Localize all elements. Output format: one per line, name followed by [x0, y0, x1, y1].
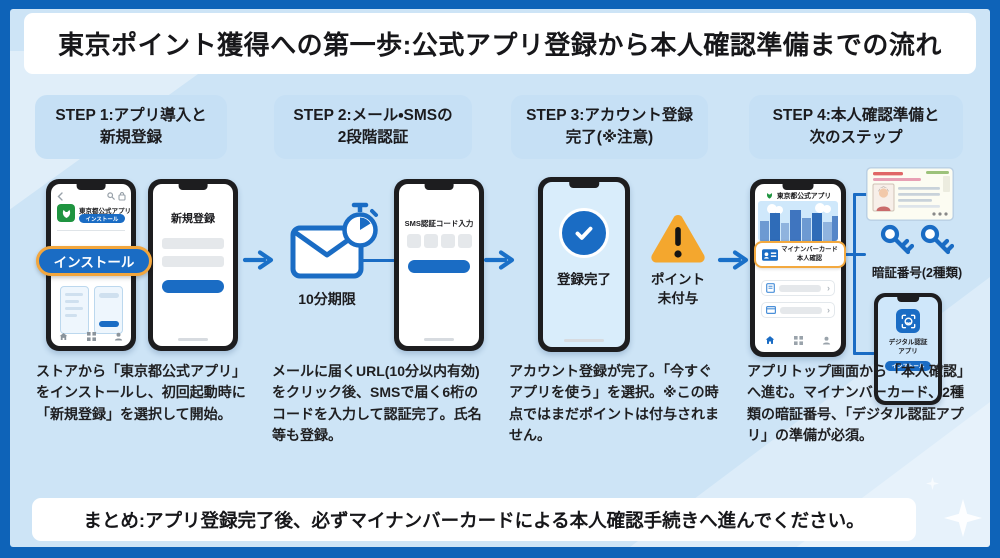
- phone-notch: [569, 182, 599, 188]
- person-icon: [822, 336, 831, 345]
- check-circle-icon: [559, 208, 609, 258]
- complete-screen: 登録完了: [543, 182, 625, 347]
- search-icon: [107, 192, 115, 200]
- register-title: 新規登録: [171, 213, 215, 225]
- digital-app-install-pill: インストール: [885, 361, 931, 371]
- home-indicator: [424, 338, 454, 341]
- content-area: 東京ポイント獲得への第一歩:公式アプリ登録から本人確認準備までの流れ STEP …: [10, 9, 990, 547]
- summary-bar: まとめ:アプリ登録完了後、必ずマイナンバーカードによる本人確認手続きへ進んでくだ…: [32, 498, 916, 541]
- points-warning-label: ポイント 未付与: [651, 272, 705, 306]
- step3-complete-phone: 登録完了: [538, 177, 630, 352]
- home-icon: [59, 332, 68, 341]
- verify-button: [408, 260, 470, 273]
- phone-notch: [897, 297, 919, 302]
- phone-notch: [178, 184, 208, 190]
- flow-arrow-1: [242, 249, 276, 271]
- identity-button-label: マイナンバーカード 本人確認: [781, 246, 838, 262]
- bracket-vertical-line: [853, 193, 856, 355]
- sms-screen: SMS認証コード入力: [399, 184, 479, 346]
- install-button: インストール: [36, 246, 152, 276]
- step2-header: STEP 2:メール・SMSの 2段階認証: [274, 95, 472, 159]
- key-icon-2: [918, 223, 954, 259]
- mynumber-identity-button: マイナンバーカード 本人確認: [754, 241, 846, 268]
- home-icon: [765, 336, 775, 344]
- flow-arrow-3: [717, 249, 751, 271]
- step1-header: STEP 1:アプリ導入と 新規登録: [35, 95, 227, 159]
- phone-notch: [424, 184, 454, 190]
- app-header-row: 東京都公式アプリ: [755, 190, 841, 200]
- step1-register-phone: 新規登録: [148, 179, 238, 351]
- store-app-name: 東京都公式アプリ: [79, 208, 131, 215]
- id-card-icon: [762, 248, 779, 261]
- code-input-boxes: [399, 234, 479, 248]
- document-icon: [766, 283, 775, 293]
- step2-sms-phone: SMS認証コード入力: [394, 179, 484, 351]
- pin-label: 暗証番号(2種類): [871, 266, 963, 280]
- card-icon: [766, 306, 776, 314]
- submit-button: [162, 280, 224, 293]
- step1-description: ストアから「東京都公式アプリ」をインストールし、初回起動時に「新規登録」を選択し…: [36, 363, 246, 422]
- store-install-pill: インストール: [79, 214, 125, 223]
- bracket-stub-keys: [844, 253, 866, 256]
- app-home-screen: 東京都公式アプリ: [755, 184, 841, 352]
- tokyo-app-icon: [57, 204, 75, 222]
- menu-row-1: ›: [761, 280, 835, 296]
- sms-screen-title: SMS認証コード入力: [404, 219, 474, 228]
- phone-notch: [76, 184, 106, 190]
- phone-notch: [782, 184, 814, 190]
- bracket-stub-card: [853, 193, 868, 196]
- register-screen: 新規登録: [153, 184, 233, 346]
- step3-header: STEP 3:アカウント登録 完了(※注意): [511, 95, 708, 159]
- grid-icon: [86, 332, 96, 341]
- home-indicator: [178, 338, 208, 341]
- face-scan-icon: [896, 309, 920, 333]
- digital-auth-phone: デジタル認証 アプリ インストール: [874, 293, 942, 405]
- mail-deadline-label: 10分期限: [298, 291, 356, 307]
- store-screenshot-2: [94, 286, 123, 334]
- key-icon-1: [878, 223, 914, 259]
- cart-icon: [118, 192, 126, 201]
- digital-app-label: デジタル認証 アプリ: [888, 339, 928, 355]
- chevron-right-icon: ›: [827, 283, 830, 293]
- step2-connector-line: [360, 259, 396, 262]
- store-screenshot-1: [60, 286, 89, 334]
- bracket-stub-app: [853, 352, 875, 355]
- divider: [57, 230, 125, 231]
- grid-icon: [794, 335, 803, 345]
- tokyo-leaf-icon: [766, 192, 772, 199]
- skyline-illustration: [758, 201, 838, 241]
- input-field: [162, 256, 224, 267]
- stopwatch-icon: [339, 202, 381, 250]
- store-nav-bar: [59, 331, 123, 342]
- step3-description: アカウント登録が完了。「今すぐアプリを使う」を選択。※この時点ではまだポイントは…: [509, 363, 719, 443]
- page-title: 東京ポイント獲得への第一歩:公式アプリ登録から本人確認準備までの流れ: [24, 13, 976, 74]
- step4-home-phone: 東京都公式アプリ: [750, 179, 846, 357]
- menu-row-2: ›: [761, 302, 835, 318]
- chevron-right-icon: ›: [827, 305, 830, 315]
- step2-description: メールに届くURL(10分以内有効)をクリック後、SMSで届く6桁のコードを入力…: [272, 363, 482, 443]
- person-icon: [114, 332, 123, 341]
- back-chevron-icon: [57, 192, 63, 201]
- home-indicator: [564, 339, 604, 342]
- flow-arrow-2: [483, 249, 517, 271]
- app-header-title: 東京都公式アプリ: [776, 193, 832, 200]
- complete-label: 登録完了: [557, 272, 611, 287]
- input-field: [162, 238, 224, 249]
- app-nav-bar: [765, 334, 831, 346]
- mynumber-card-illustration: [866, 167, 954, 221]
- digital-auth-screen: デジタル認証 アプリ インストール: [878, 297, 938, 401]
- warning-icon: [648, 212, 708, 266]
- step4-description: アプリトップ画面から「本人確認」へ進む。マイナンバーカード、2種類の暗証番号、「…: [747, 363, 964, 443]
- step4-header: STEP 4:本人確認準備と 次のステップ: [749, 95, 963, 159]
